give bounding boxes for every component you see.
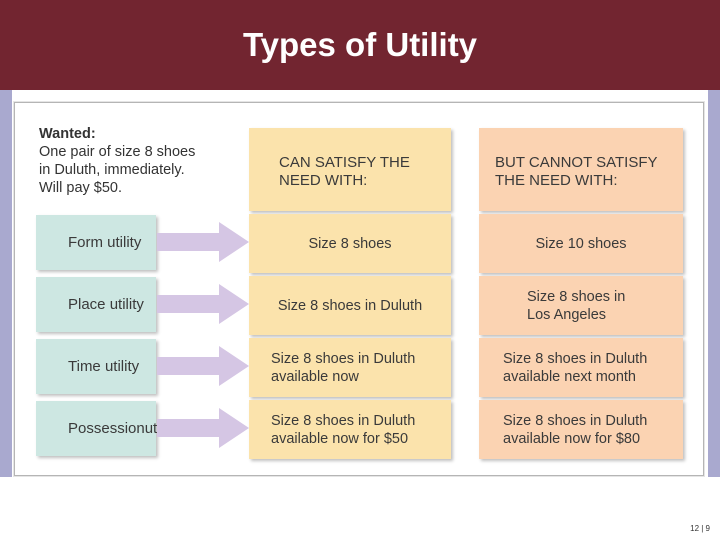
- page-number: 12 | 9: [690, 524, 710, 533]
- cell-line: Size 8 shoes in: [527, 288, 626, 305]
- cell-line: available now: [271, 368, 359, 385]
- cannot-satisfy-header-line: THE NEED WITH:: [495, 172, 618, 189]
- can-satisfy-header-line: CAN SATISFY THE: [279, 154, 410, 171]
- can-satisfy-cell: Size 8 shoes in Duluth: [249, 276, 451, 335]
- can-satisfy-cell: Size 8 shoes: [249, 214, 451, 273]
- cell-line: available next month: [503, 368, 636, 385]
- slide-title: Types of Utility: [242, 26, 478, 63]
- cannot-satisfy-cell: Size 8 shoes in Los Angeles: [479, 276, 683, 335]
- utility-figure: Wanted: One pair of size 8 shoes in Dulu…: [14, 102, 704, 476]
- cell-line: Size 8 shoes in Duluth: [503, 350, 648, 367]
- cell-line: available now for $80: [503, 430, 641, 447]
- cell-line: Size 10 shoes: [535, 235, 627, 252]
- place-utility-box: Place utility: [36, 277, 156, 332]
- arrow-right-icon: [157, 408, 249, 448]
- wanted-line: Will pay $50.: [39, 180, 123, 196]
- arrow-right-icon: [157, 346, 249, 386]
- can-satisfy-header: CAN SATISFY THE NEED WITH:: [249, 128, 451, 211]
- title-bar: [0, 0, 720, 90]
- can-satisfy-cell: Size 8 shoes in Duluth available now: [249, 338, 451, 397]
- wanted-label: Wanted:: [39, 126, 96, 142]
- wanted-line: One pair of size 8 shoes: [39, 144, 196, 160]
- cannot-satisfy-header-line: BUT CANNOT SATISFY: [495, 154, 658, 171]
- cannot-satisfy-cell: Size 8 shoes in Duluth available next mo…: [479, 338, 683, 397]
- cell-line: Size 8 shoes: [308, 235, 392, 252]
- cannot-satisfy-cell: Size 8 shoes in Duluth available now for…: [479, 400, 683, 459]
- arrow-right-icon: [157, 284, 249, 324]
- cannot-satisfy-header: BUT CANNOT SATISFY THE NEED WITH:: [479, 128, 683, 211]
- cell-line: Los Angeles: [527, 306, 607, 323]
- cell-line: Size 8 shoes in Duluth: [271, 412, 416, 429]
- utility-label: Form utility: [68, 233, 142, 251]
- can-satisfy-header-line: NEED WITH:: [279, 172, 368, 189]
- wanted-line: in Duluth, immediately.: [39, 162, 185, 178]
- can-satisfy-cell: Size 8 shoes in Duluth available now for…: [249, 400, 451, 459]
- utility-label: Time utility: [68, 357, 140, 375]
- utility-label: Possession: [68, 419, 145, 437]
- utility-label: Place utility: [68, 295, 144, 313]
- arrow-right-icon: [157, 222, 249, 262]
- time-utility-box: Time utility: [36, 339, 156, 394]
- possession-utility-box: Possession utility: [36, 401, 179, 456]
- wanted-box: Wanted: One pair of size 8 shoes in Dulu…: [39, 125, 239, 197]
- cell-line: Size 8 shoes in Duluth: [277, 297, 423, 314]
- cell-line: Size 8 shoes in Duluth: [271, 350, 416, 367]
- cannot-satisfy-cell: Size 10 shoes: [479, 214, 683, 273]
- cell-line: Size 8 shoes in Duluth: [503, 412, 648, 429]
- cell-line: available now for $50: [271, 430, 409, 447]
- form-utility-box: Form utility: [36, 215, 156, 270]
